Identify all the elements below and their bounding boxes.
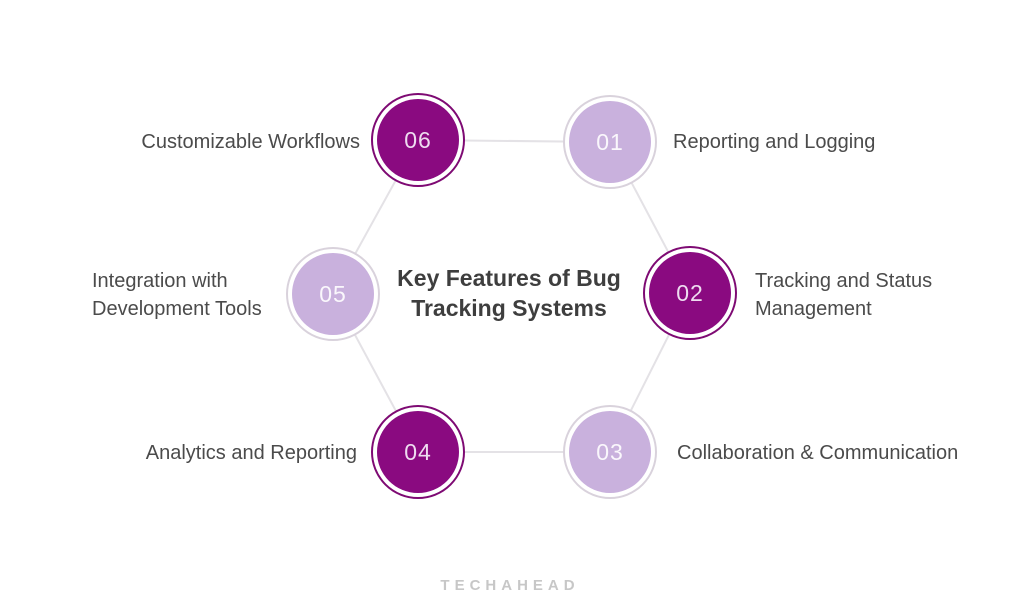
feature-node-01-number: 01 [596, 128, 624, 155]
techahead-logo: TECHAHEAD [440, 577, 580, 594]
feature-label-analytics-and-reporting: Analytics and Reporting [145, 442, 357, 464]
feature-node-02-number: 02 [676, 279, 704, 306]
feature-node-06-number: 06 [404, 126, 432, 153]
feature-label-integration-with-development-tools: Integration with Development Tools [92, 270, 262, 320]
feature-node-02: 02 [643, 246, 737, 340]
feature-node-04-circle: 04 [377, 411, 459, 493]
feature-node-05-circle: 05 [292, 253, 374, 335]
feature-node-03-circle: 03 [569, 411, 651, 493]
feature-node-06-circle: 06 [377, 99, 459, 181]
feature-label-tracking-and-status-management: Tracking and Status Management [755, 270, 933, 320]
feature-node-06: 06 [371, 93, 465, 187]
feature-node-03: 03 [563, 405, 657, 499]
feature-node-01: 01 [563, 95, 657, 189]
feature-label-customizable-workflows: Customizable Workflows [141, 131, 360, 153]
feature-node-04-number: 04 [404, 438, 432, 465]
feature-label-collaboration-communication: Collaboration & Communication [677, 442, 959, 464]
feature-node-02-circle: 02 [649, 252, 731, 334]
feature-node-03-number: 03 [596, 438, 624, 465]
diagram-title: Key Features of Bug Tracking Systems [397, 265, 621, 321]
feature-node-04: 04 [371, 405, 465, 499]
feature-label-reporting-and-logging: Reporting and Logging [673, 131, 876, 153]
feature-node-05: 05 [286, 247, 380, 341]
feature-node-05-number: 05 [319, 280, 347, 307]
feature-node-01-circle: 01 [569, 101, 651, 183]
